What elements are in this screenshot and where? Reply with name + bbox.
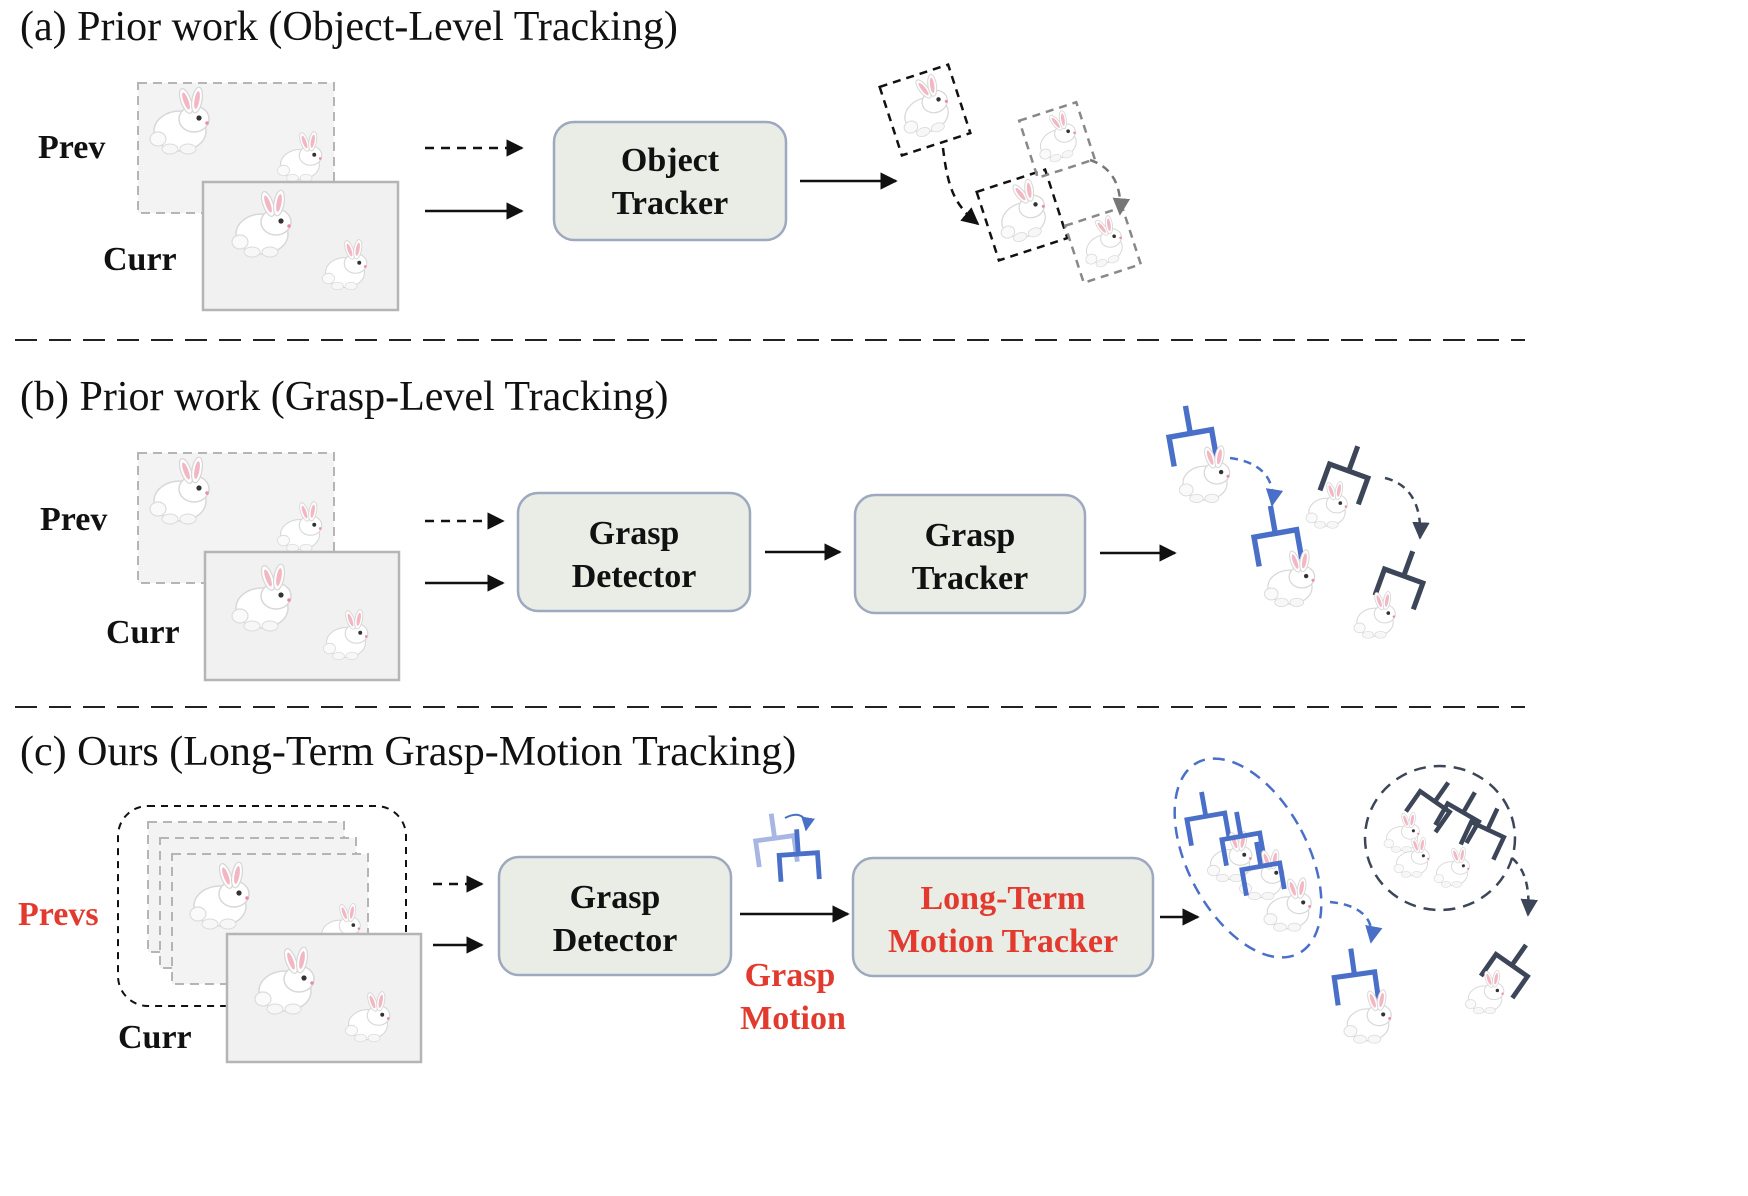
grasp-detector-label-2: Detector (553, 922, 678, 959)
prevs-label: Prevs (18, 896, 99, 933)
grasp-motion-label-2: Motion (740, 1000, 846, 1037)
long-term-motion-tracker-box (851, 856, 1155, 978)
motion-tracks (1173, 757, 1540, 1044)
motion-tracker-label-2: Motion Tracker (888, 923, 1118, 960)
grasp-detector-box (497, 855, 733, 977)
section-c-title: (c) Ours (Long-Term Grasp-Motion Trackin… (20, 729, 796, 775)
grasp-tracker-label-1: Grasp (925, 517, 1016, 554)
grasp-detector-label-2: Detector (572, 558, 697, 595)
grasp-detector-label-1: Grasp (570, 879, 661, 916)
section-c-frames (117, 805, 423, 1064)
curr-label: Curr (103, 241, 177, 278)
object-tracker-label-1: Object (621, 142, 720, 179)
curr-label: Curr (118, 1019, 192, 1056)
section-a-frames (137, 82, 400, 312)
object-tracker-box (552, 120, 788, 242)
prev-label: Prev (38, 129, 105, 166)
grasp-motion-label-1: Grasp (745, 957, 836, 994)
grasp-tracker-box (853, 493, 1087, 615)
section-b-title: (b) Prior work (Grasp-Level Tracking) (20, 374, 669, 420)
prev-label: Prev (40, 501, 107, 538)
grasp-detector-box (516, 491, 752, 613)
grasp-tracker-label-2: Tracker (912, 560, 1028, 597)
curr-frame (201, 180, 400, 312)
curr-label: Curr (106, 614, 180, 651)
object-tracks (878, 63, 1143, 285)
motion-tracker-label-1: Long-Term (921, 880, 1086, 917)
grasp-motion-icon (753, 813, 820, 879)
object-tracker-label-2: Tracker (612, 185, 728, 222)
grasp-detector-label-1: Grasp (589, 515, 680, 552)
grasp-tracks (1165, 405, 1431, 639)
section-b-frames (137, 452, 401, 682)
section-a-title: (a) Prior work (Object-Level Tracking) (20, 4, 678, 50)
